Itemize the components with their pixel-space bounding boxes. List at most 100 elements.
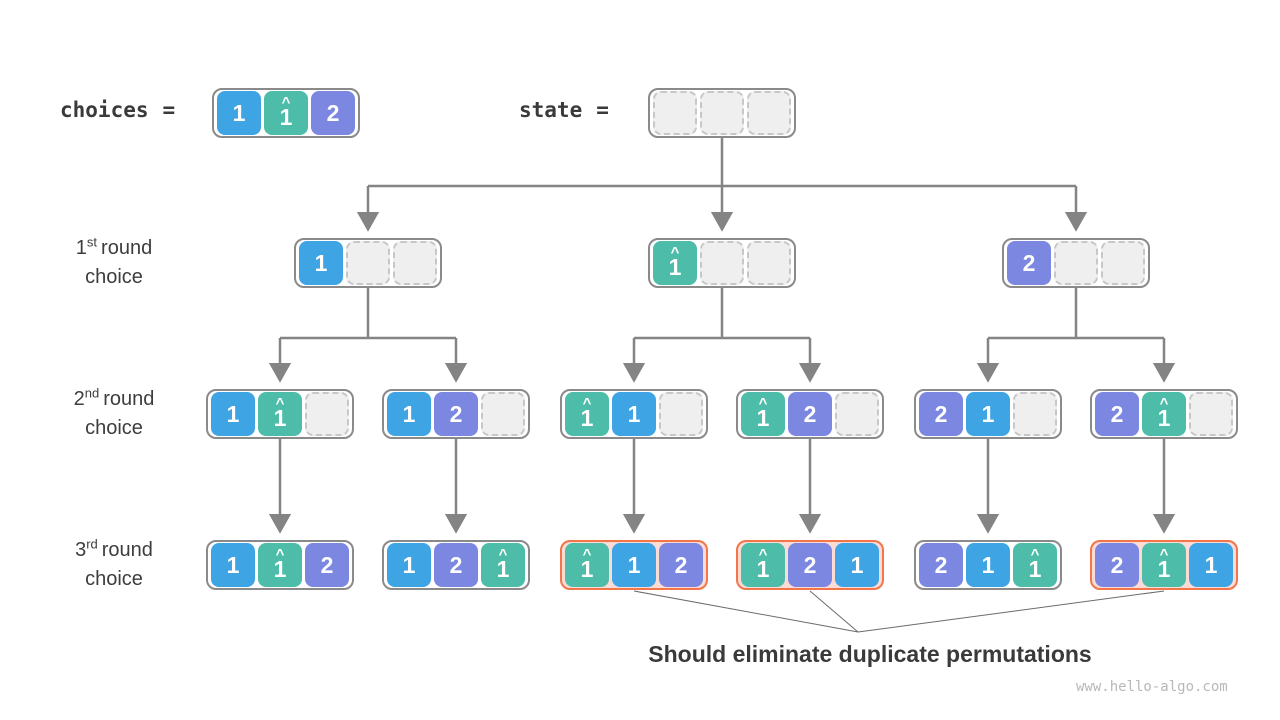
hat-mark: ^	[758, 395, 768, 412]
connector-path	[857, 590, 1165, 633]
choice-word: choice	[85, 266, 143, 288]
cell-1-hat: ^1	[258, 543, 302, 587]
watermark: www.hello-algo.com	[1076, 679, 1228, 695]
cell-2: 2	[1095, 392, 1139, 436]
cell-empty	[481, 392, 525, 436]
cell-1: 1	[1189, 543, 1233, 587]
cell-1-hat: ^1	[653, 241, 697, 285]
cell-empty	[747, 91, 791, 135]
round-number: 1	[75, 237, 87, 259]
cell-2: 2	[1095, 543, 1139, 587]
cell-empty	[305, 392, 349, 436]
state-node-round1-3: 2	[1002, 238, 1150, 288]
cell-1: 1	[612, 392, 656, 436]
hat-mark: ^	[670, 244, 680, 261]
cell-empty	[1013, 392, 1057, 436]
cell-1-hat: ^1	[565, 392, 609, 436]
cell-1-hat: ^1	[264, 91, 308, 135]
connector-path	[809, 590, 859, 633]
cell-1: 1	[966, 543, 1010, 587]
cell-2: 2	[788, 543, 832, 587]
cell-2: 2	[659, 543, 703, 587]
cell-2: 2	[919, 392, 963, 436]
cell-1-hat: ^1	[741, 392, 785, 436]
duplicate-permutations-caption: Should eliminate duplicate permutations	[648, 641, 1092, 667]
cell-2: 2	[434, 543, 478, 587]
state-node-round1-1: 1	[294, 238, 442, 288]
hat-mark: ^	[1159, 546, 1169, 563]
cell-1: 1	[211, 543, 255, 587]
cell-1: 1	[387, 543, 431, 587]
cell-empty	[653, 91, 697, 135]
hat-mark: ^	[1030, 546, 1040, 563]
cell-1: 1	[217, 91, 261, 135]
cell-2: 2	[1007, 241, 1051, 285]
hat-mark: ^	[582, 395, 592, 412]
cell-1-hat: ^1	[1142, 392, 1186, 436]
cell-empty	[835, 392, 879, 436]
choices-label-text: choices	[60, 98, 149, 122]
cell-1: 1	[966, 392, 1010, 436]
round-number: 3	[75, 539, 87, 561]
state-box	[648, 88, 796, 138]
equals-sign: =	[596, 98, 609, 122]
cell-1: 1	[835, 543, 879, 587]
cell-empty	[393, 241, 437, 285]
round-ordinal-suffix: rd	[86, 536, 98, 552]
cell-2: 2	[919, 543, 963, 587]
cell-1: 1	[211, 392, 255, 436]
choice-word: choice	[85, 417, 143, 439]
cell-empty	[1054, 241, 1098, 285]
cell-1: 1	[387, 392, 431, 436]
hat-mark: ^	[582, 546, 592, 563]
hat-mark: ^	[758, 546, 768, 563]
round-number: 2	[73, 388, 85, 410]
cell-empty	[346, 241, 390, 285]
equals-sign: =	[162, 98, 176, 122]
hat-mark: ^	[281, 94, 291, 111]
round-ordinal-suffix: st	[86, 234, 98, 250]
state-node-round1-2: ^1	[648, 238, 796, 288]
cell-empty	[659, 392, 703, 436]
cell-1-hat: ^1	[1013, 543, 1057, 587]
cell-1: 1	[299, 241, 343, 285]
cell-empty	[1189, 392, 1233, 436]
round-word: round	[101, 237, 153, 259]
state-node-round2-1: 1^1	[206, 389, 354, 439]
round-ordinal-suffix: nd	[84, 385, 100, 401]
connector-path	[633, 590, 859, 633]
cell-1-hat: ^1	[258, 392, 302, 436]
cell-empty	[700, 91, 744, 135]
cell-1-hat: ^1	[741, 543, 785, 587]
hat-mark: ^	[1159, 395, 1169, 412]
cell-empty	[1101, 241, 1145, 285]
hat-mark: ^	[275, 546, 285, 563]
round-word: round	[101, 539, 153, 561]
cell-2: 2	[788, 392, 832, 436]
cell-1: 1	[612, 543, 656, 587]
cell-empty	[700, 241, 744, 285]
cell-empty	[747, 241, 791, 285]
round-word: round	[103, 388, 155, 410]
state-label: state =	[519, 98, 609, 122]
state-label-text: state	[519, 98, 583, 122]
cell-2: 2	[311, 91, 355, 135]
cell-2: 2	[305, 543, 349, 587]
cell-1-hat: ^1	[565, 543, 609, 587]
choice-word: choice	[85, 568, 143, 590]
